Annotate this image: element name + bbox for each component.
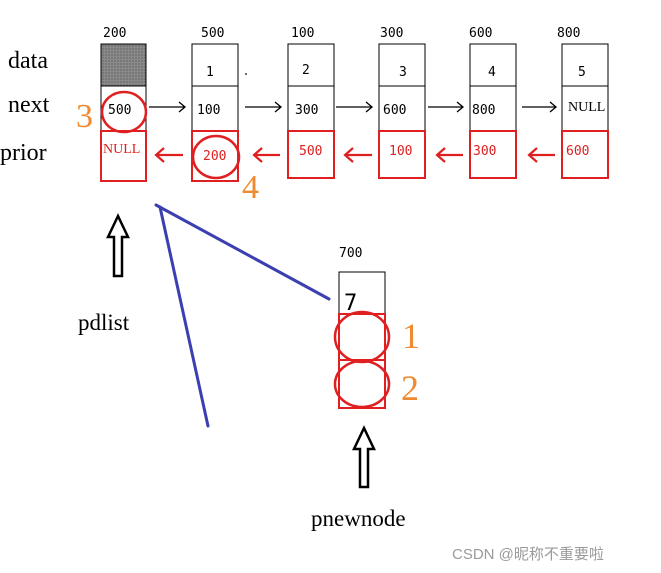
node-address: 200 <box>103 26 126 41</box>
step-number-1: 1 <box>402 316 420 356</box>
next-value: NULL <box>568 100 605 115</box>
list-node-3: 300 3 600 100 <box>378 26 426 179</box>
data-cell <box>287 43 335 87</box>
pnewnode-label: pnewnode <box>311 506 406 531</box>
prior-arrow <box>252 147 280 163</box>
data-cell <box>469 43 517 87</box>
pdlist-up-arrow-icon <box>106 213 130 278</box>
list-node-1: 500 1 100 200 <box>191 26 247 182</box>
prior-value: 600 <box>566 144 589 159</box>
node-address: 100 <box>291 26 314 41</box>
new-node-data-cell <box>338 271 386 315</box>
prior-arrow <box>435 147 463 163</box>
prior-arrow <box>154 147 183 163</box>
prior-cell <box>378 130 426 179</box>
node-address: 800 <box>557 26 580 41</box>
list-node-head: 200 500 NULL <box>100 26 147 182</box>
next-arrow <box>149 101 187 113</box>
prior-value: 100 <box>389 144 412 159</box>
head-data-cell <box>100 43 147 87</box>
data-value: 1 <box>206 65 214 80</box>
step-3-circle <box>100 90 148 134</box>
pdlist-label: pdlist <box>78 310 130 335</box>
step-number-2: 2 <box>401 368 419 408</box>
step-1-circle <box>333 310 391 364</box>
next-cell <box>191 85 239 132</box>
next-cell <box>378 85 426 132</box>
watermark: CSDN @昵称不重要啦 <box>452 546 604 563</box>
list-node-4: 600 4 800 300 <box>469 26 517 179</box>
data-cell <box>191 43 239 87</box>
new-node: 700 7 <box>333 246 391 409</box>
next-value: 300 <box>295 103 318 118</box>
step-4-circle <box>191 134 241 180</box>
data-cell <box>378 43 426 87</box>
next-arrow <box>245 101 283 113</box>
prior-cell <box>287 130 335 179</box>
prior-value: NULL <box>103 142 140 157</box>
node-address: 500 <box>201 26 224 41</box>
data-cell <box>561 43 609 87</box>
data-value: 4 <box>488 65 496 80</box>
new-node-address: 700 <box>339 246 362 261</box>
prior-arrow <box>343 147 372 163</box>
prior-cell <box>469 130 517 179</box>
row-label-next: next <box>8 92 50 118</box>
prior-value: 200 <box>203 149 226 164</box>
step-number-4: 4 <box>242 169 259 206</box>
node-address: 300 <box>380 26 403 41</box>
next-value: 100 <box>197 103 220 118</box>
data-value: 5 <box>578 65 586 80</box>
row-label-data: data <box>8 48 48 74</box>
step-number-3: 3 <box>76 98 93 135</box>
list-node-2: 100 2 300 500 <box>287 26 335 179</box>
node-address: 600 <box>469 26 492 41</box>
next-value: 800 <box>472 103 495 118</box>
next-value: 500 <box>108 103 131 118</box>
data-value: 3 <box>399 65 407 80</box>
new-node-prior-cell <box>338 359 386 409</box>
blue-pointer-lines <box>154 203 331 428</box>
next-arrow <box>336 101 374 113</box>
prior-cell <box>561 130 609 179</box>
data-value: 2 <box>302 63 310 78</box>
prior-value: 500 <box>299 144 322 159</box>
list-node-5: 800 5 NULL 600 <box>557 26 609 179</box>
pnewnode-up-arrow-icon <box>352 425 376 489</box>
prior-value: 300 <box>473 144 496 159</box>
blue-line-to-newnode <box>154 203 331 301</box>
prior-arrow <box>527 147 555 163</box>
new-node-next-cell <box>338 313 386 361</box>
next-value: 600 <box>383 103 406 118</box>
next-cell <box>287 85 335 132</box>
next-arrow <box>428 101 465 113</box>
next-cell <box>561 85 609 132</box>
next-cell <box>100 85 147 132</box>
next-arrows <box>149 101 558 113</box>
step-2-circle <box>333 359 391 409</box>
blue-line-down <box>158 205 210 428</box>
row-label-prior: prior <box>0 140 47 166</box>
prior-arrows <box>154 147 555 163</box>
next-arrow <box>522 101 558 113</box>
new-node-data-value: 7 <box>344 291 357 316</box>
